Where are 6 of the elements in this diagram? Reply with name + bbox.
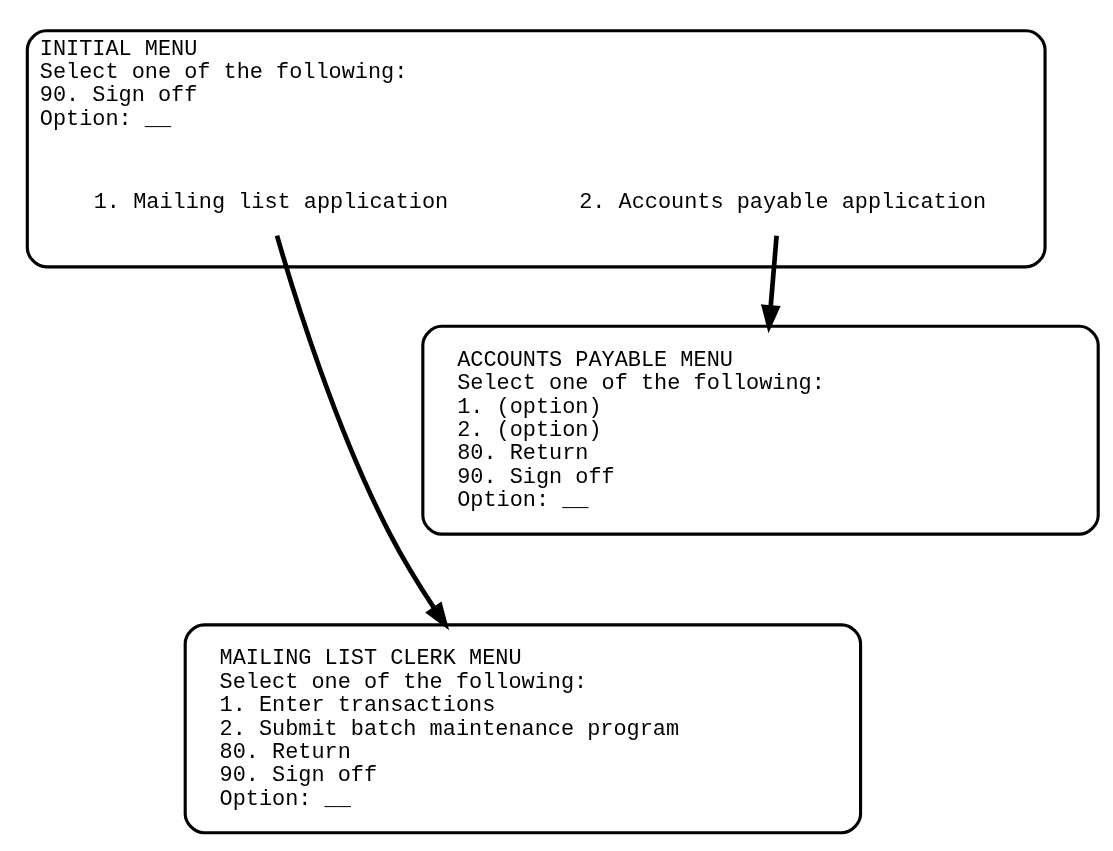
arrow [760,235,781,334]
node-text: 2. Accounts payable application [579,189,987,215]
node-box: MAILING LIST CLERK MENU Select one of the following: 1. Enter transactions 2. Submit batch maintenance program 80. Return 90. Sign off Option: __ [183,623,863,835]
node-box: ACCOUNTS PAYABLE MENU Select one of the following: 1. (option) 2. (option) 80. Return 90. Sign off Option: __ [421,324,1100,536]
arrow [274,234,450,631]
node-text: 1. Mailing list application [93,189,449,215]
